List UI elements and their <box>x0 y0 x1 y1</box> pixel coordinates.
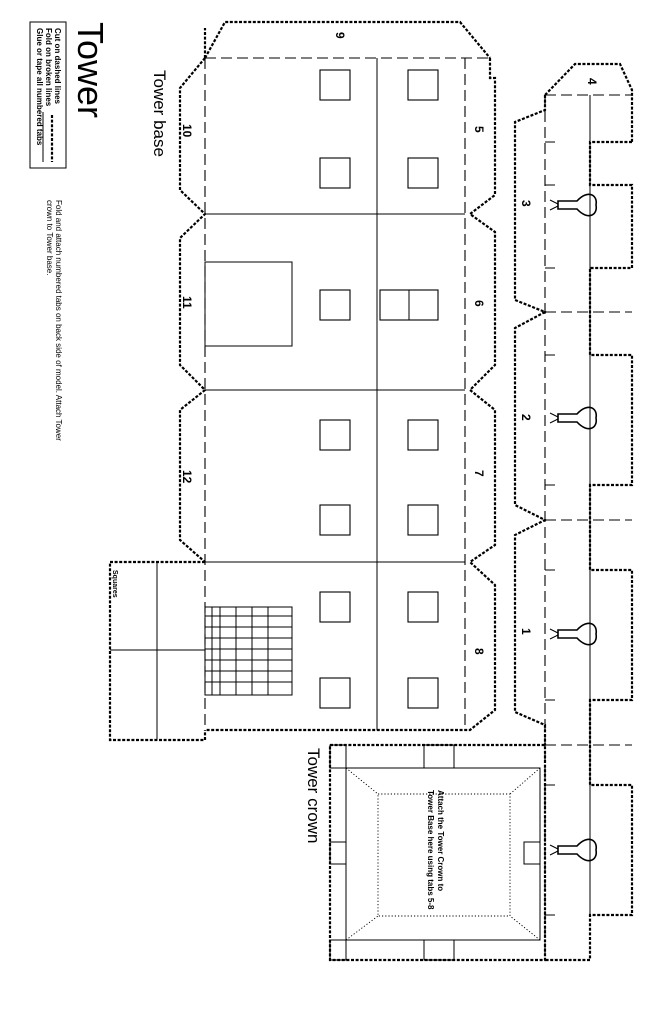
tower-crown-panel: Tower crown Attach the Tower Crown to To… <box>304 743 547 962</box>
tab-number-7: 7 <box>472 470 486 477</box>
instructions-line-1: Fold and attach numbered tabs on back si… <box>54 200 63 441</box>
window <box>407 69 439 101</box>
tab-number-11: 11 <box>180 296 194 309</box>
tab-number-8: 8 <box>472 648 486 655</box>
window <box>407 591 439 623</box>
window <box>407 504 439 536</box>
tab-number-5: 5 <box>472 126 486 133</box>
stairs <box>204 606 293 696</box>
legend-glue-text: Glue or tape all numbered tabs <box>35 28 44 146</box>
legend-box: Cut on dashed lines Fold on broken lines… <box>29 21 67 169</box>
tab-number-1: 1 <box>519 628 533 635</box>
legend-fold-text: Fold on broken lines <box>44 28 53 107</box>
instructions-line-2: crown to Tower base. <box>45 200 54 275</box>
window <box>407 157 439 189</box>
legend-cut-text: Cut on dashed lines <box>53 28 62 105</box>
arrow-slit-window <box>549 838 598 862</box>
tab-number-3: 3 <box>519 200 533 207</box>
page-title: Tower <box>70 22 111 118</box>
tab-number-9: 9 <box>333 32 347 39</box>
window <box>407 677 439 709</box>
arrow-slit-window <box>549 622 598 646</box>
door-outline <box>204 261 293 347</box>
window <box>319 591 351 623</box>
tower-crown-label: Tower crown <box>304 748 323 843</box>
arrow-slit-window <box>549 406 598 430</box>
window <box>319 504 351 536</box>
tab-number-10: 10 <box>180 124 194 138</box>
tower-crown-strip: 4 3 2 1 <box>513 62 634 962</box>
window <box>319 289 351 321</box>
window <box>407 419 439 451</box>
tab-number-6: 6 <box>472 300 486 307</box>
window <box>319 69 351 101</box>
tab-number-4: 4 <box>585 78 599 85</box>
tab-number-2: 2 <box>519 414 533 421</box>
attach-instruction-line-2: Tower Base here using tabs 5-8 <box>426 790 435 910</box>
window <box>319 677 351 709</box>
window <box>319 157 351 189</box>
tower-base-label: Tower base <box>150 70 169 157</box>
squares-label: Squares <box>111 570 118 598</box>
attach-instruction-line-1: Attach the Tower Crown to <box>436 790 445 891</box>
arrow-slit-window <box>549 193 598 217</box>
window <box>319 419 351 451</box>
tab-number-12: 12 <box>180 470 194 484</box>
tower-base: Tower base Squares <box>108 20 497 742</box>
